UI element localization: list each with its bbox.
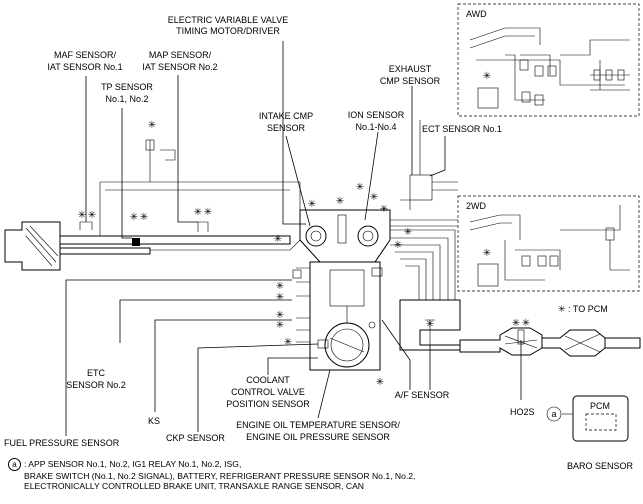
star-maf-1: ✳ (78, 210, 86, 221)
star-map-1: ✳ (194, 207, 202, 218)
star-maf-2: ✳ (88, 210, 96, 221)
twd-inset: 2WD ✳ (457, 195, 640, 292)
star-ion-4: ✳ (380, 204, 388, 215)
label-exhaust-cmp-1: EXHAUST (389, 64, 432, 74)
star-intake-cmp: ✳ (308, 199, 316, 210)
star-map-2: ✳ (204, 207, 212, 218)
label-ion-1: ION SENSOR (348, 110, 405, 120)
twd-star: ✳ (483, 248, 491, 259)
label-oil-1: ENGINE OIL TEMPERATURE SENSOR/ (236, 420, 400, 430)
label-tp-2: No.1, No.2 (105, 94, 148, 104)
ect-cmp-wiring (390, 120, 458, 227)
label-intake-cmp-2: SENSOR (267, 123, 306, 133)
label-coolant-1: COOLANT (246, 375, 290, 385)
star-ho2s-1: ✳ (512, 318, 520, 329)
label-af: A/F SENSOR (395, 390, 450, 400)
star-tp-1: ✳ (130, 212, 138, 223)
label-evvt-2: TIMING MOTOR/DRIVER (176, 26, 280, 36)
intake-tract: ✳ (4, 120, 301, 271)
footnote-text-1: : APP SENSOR No.1, No.2, IG1 RELAY No.1,… (24, 459, 242, 469)
footnote-line-1: a: APP SENSOR No.1, No.2, IG1 RELAY No.1… (8, 458, 638, 471)
star-ho2s-2: ✳ (522, 318, 530, 329)
star-markers: ✳ ✳ ✳ ✳ ✳ ✳ ✳ ✳ ✳ ✳ ✳ ✳ ✳ ✳ ✳ ✳ ✳ ✳ ✳ ✳ … (78, 182, 530, 388)
label-intake-cmp-1: INTAKE CMP (259, 111, 313, 121)
exhaust-system (390, 229, 641, 357)
mark-a-circle (546, 406, 562, 422)
label-fuel-pressure: FUEL PRESSURE SENSOR (4, 438, 120, 448)
label-ho2s: HO2S (510, 407, 535, 417)
awd-title: AWD (466, 9, 487, 19)
label-maf-1: MAF SENSOR/ (54, 50, 117, 60)
label-ckp: CKP SENSOR (166, 433, 225, 443)
footnote-line-2: BRAKE SWITCH (No.1, No.2 SIGNAL), BATTER… (24, 471, 416, 481)
label-evvt-1: ELECTRIC VARIABLE VALVE (168, 15, 289, 25)
component-labels: ELECTRIC VARIABLE VALVE TIMING MOTOR/DRI… (4, 15, 608, 448)
star-ect-2: ✳ (404, 227, 412, 238)
label-ion-2: No.1-No.4 (355, 122, 396, 132)
star-tp-2: ✳ (140, 212, 148, 223)
star-ion-3: ✳ (370, 192, 378, 203)
label-maf-2: IAT SENSOR No.1 (47, 62, 122, 72)
mark-a: a (551, 409, 556, 419)
star-fuel: ✳ (284, 337, 292, 348)
awd-inset: AWD ✳ (457, 3, 640, 117)
label-coolant-2: CONTROL VALVE (231, 387, 305, 397)
footnote-line-3: ELECTRONICALLY CONTROLLED BRAKE UNIT, TR… (24, 481, 365, 491)
star-oil: ✳ (376, 377, 384, 388)
label-coolant-3: POSITION SENSOR (226, 399, 310, 409)
pcm-block: PCM a BARO SENSOR (546, 395, 634, 471)
label-etc-1: ETC (87, 368, 106, 378)
star-ect: ✳ (394, 240, 402, 251)
star-etc-2: ✳ (276, 292, 284, 303)
star-af: ✳ (426, 319, 434, 330)
footnote: a: APP SENSOR No.1, No.2, IG1 RELAY No.1… (8, 458, 638, 491)
awd-star: ✳ (483, 71, 491, 82)
star-ion-2: ✳ (356, 182, 364, 193)
label-map-1: MAP SENSOR/ (149, 50, 212, 60)
pcm-title: PCM (590, 401, 610, 411)
star-evvt: ✳ (274, 234, 282, 245)
footnote-mark: a (8, 458, 21, 471)
label-to-pcm: ✳ : TO PCM (558, 304, 608, 314)
twd-title: 2WD (466, 201, 487, 211)
label-ks: KS (148, 416, 160, 426)
label-ect: ECT SENSOR No.1 (422, 124, 502, 134)
star-ks-2: ✳ (276, 320, 284, 331)
label-map-2: IAT SENSOR No.2 (142, 62, 217, 72)
star-ion-1: ✳ (336, 196, 344, 207)
label-tp-1: TP SENSOR (101, 82, 153, 92)
label-exhaust-cmp-2: CMP SENSOR (380, 76, 441, 86)
star-ks-1: ✳ (276, 310, 284, 321)
label-oil-2: ENGINE OIL PRESSURE SENSOR (246, 432, 390, 442)
star-tp-upper: ✳ (148, 120, 156, 131)
star-etc-1: ✳ (276, 281, 284, 292)
engine-block (292, 209, 391, 371)
leader-lines (65, 41, 522, 436)
label-etc-2: SENSOR No.2 (66, 380, 126, 390)
label-baro: BARO SENSOR (567, 461, 634, 471)
